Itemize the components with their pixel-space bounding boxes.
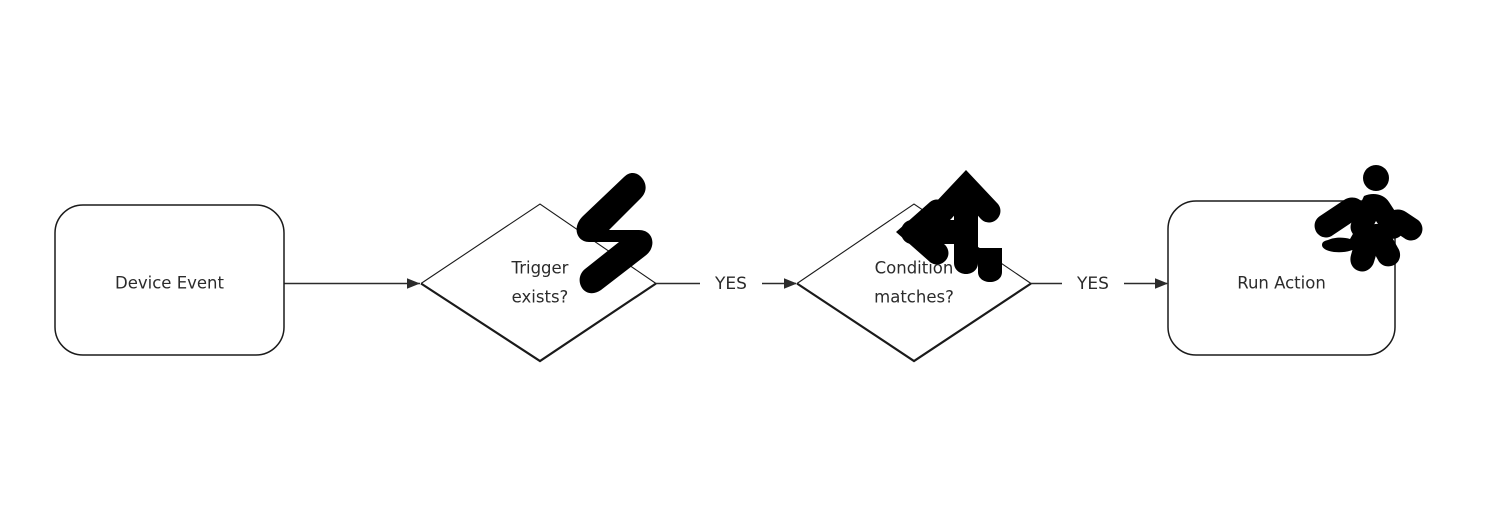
arrow-head-1 (407, 278, 420, 289)
run-action-label: Run Action (1237, 274, 1326, 293)
arrow-head-3 (1155, 278, 1168, 289)
node-trigger-exists[interactable]: Trigger exists? (420, 172, 657, 363)
edge-trigger-to-condition: YES (656, 274, 797, 294)
node-device-event[interactable]: Device Event (54, 204, 285, 356)
device-event-label: Device Event (115, 274, 224, 293)
condition-diamond-bottom-edges (796, 282, 1032, 363)
edge-label-yes-2: YES (1076, 274, 1109, 294)
edge-condition-to-run-action: YES (1031, 274, 1168, 294)
trigger-exists-label-line2: exists? (512, 288, 569, 307)
edge-device-event-to-trigger (284, 278, 420, 289)
node-run-action[interactable]: Run Action (1167, 165, 1423, 356)
trigger-exists-label-line1: Trigger (511, 259, 569, 278)
arrow-head-2 (784, 278, 797, 289)
running-person-icon (1314, 165, 1423, 272)
node-condition-matches[interactable]: Condition matches? (796, 170, 1032, 363)
edge-label-yes-1: YES (714, 274, 747, 294)
trigger-diamond-bottom-edges (420, 282, 657, 363)
branch-arrow-icon (896, 170, 1002, 282)
device-event-box[interactable] (54, 204, 285, 356)
condition-matches-label-line2: matches? (874, 288, 954, 307)
lightning-bolt-icon (576, 172, 653, 294)
